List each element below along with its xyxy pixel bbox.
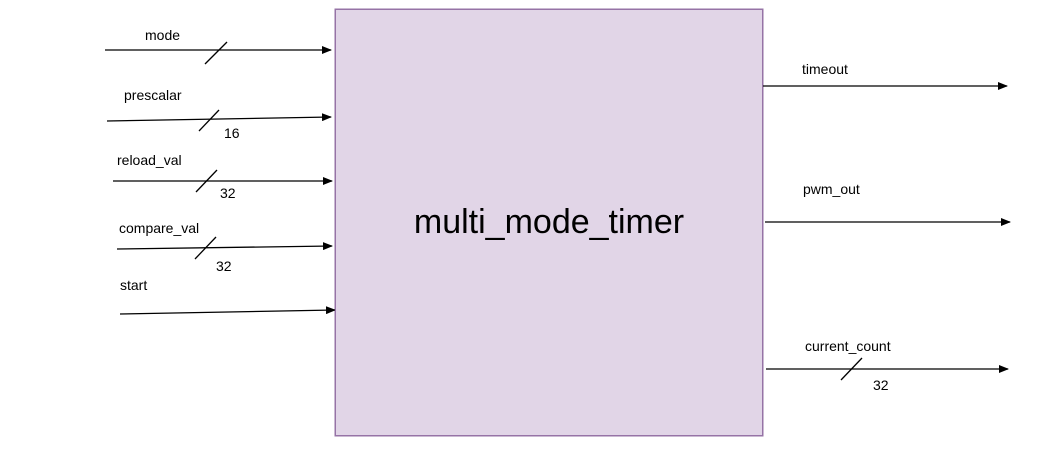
block-title: multi_mode_timer (413, 203, 685, 241)
input-wire-start (119, 306, 336, 315)
bus-slash-prescalar (198, 109, 220, 132)
bus-slash-reload-val (195, 169, 218, 193)
block-rectangle (334, 8, 764, 437)
bus-slash-current-count (840, 357, 863, 381)
input-wire-compare-val (116, 242, 333, 251)
bus-width-reload-val: 32 (220, 185, 236, 201)
input-label-start: start (120, 277, 148, 293)
input-label-prescalar: prescalar (124, 87, 182, 103)
multi-mode-timer-block: multi_mode_timer (335, 9, 763, 436)
input-label-mode: mode (145, 27, 181, 43)
output-label-current-count: current_count (805, 338, 891, 354)
bus-slash-compare-val (194, 236, 217, 260)
bus-slash-mode (204, 41, 228, 65)
bus-width-current-count: 32 (873, 377, 889, 393)
input-label-compare-val: compare_val (119, 220, 200, 236)
bus-width-compare-val: 32 (216, 258, 232, 274)
bus-width-prescalar: 16 (224, 125, 240, 141)
input-label-reload-val: reload_val (117, 152, 182, 168)
output-label-timeout: timeout (802, 61, 848, 77)
output-label-pwm-out: pwm_out (803, 181, 860, 197)
input-wire-prescalar (106, 113, 332, 122)
